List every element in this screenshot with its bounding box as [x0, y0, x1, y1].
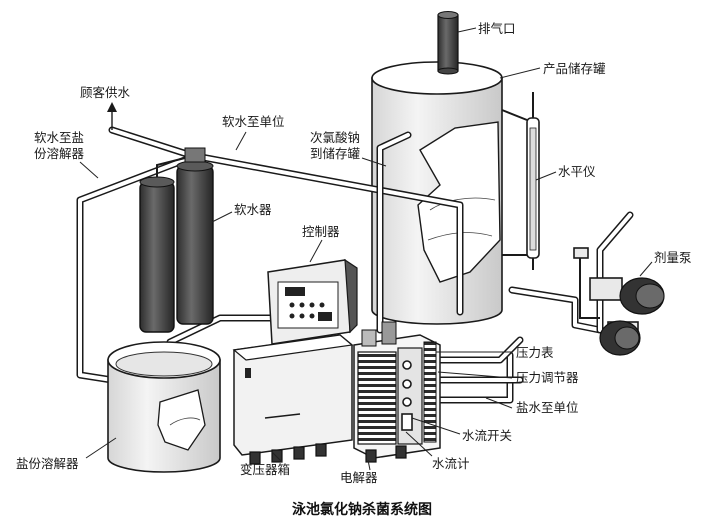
label-soft-to-unit: 软水至单位 — [222, 114, 285, 129]
label-exhaust: 排气口 — [478, 21, 516, 36]
exhaust-pipe — [437, 11, 459, 75]
diagram-caption: 泳池氯化钠杀菌系统图 — [292, 501, 432, 518]
label-pressure-gauge: 压力表 — [516, 345, 554, 360]
label-soft-to-salt-2: 份溶解器 — [34, 146, 85, 161]
label-salt-dissolver: 盐份溶解器 — [16, 456, 79, 471]
label-hypochlorite-2: 到储存罐 — [310, 146, 361, 161]
label-product-tank: 产品储存罐 — [543, 61, 606, 76]
label-flow-switch: 水流开关 — [462, 428, 512, 443]
level-gauge — [501, 92, 540, 270]
label-electrolyzer: 电解器 — [340, 470, 378, 485]
label-pressure-regulator: 压力调节器 — [516, 370, 579, 385]
transformer-box — [232, 334, 354, 465]
dosing-pumps — [573, 247, 665, 356]
salt-dissolver — [107, 341, 221, 473]
label-brine-to-unit: 盐水至单位 — [516, 400, 579, 415]
label-customer-water: 顾客供水 — [80, 85, 131, 100]
water-softener — [139, 147, 214, 333]
label-soft-to-salt-1: 软水至盐 — [34, 130, 84, 145]
customer-supply-arrow — [107, 102, 117, 130]
controller — [267, 258, 358, 345]
label-controller: 控制器 — [302, 224, 340, 239]
labels: 排气口 产品储存罐 顾客供水 软水至单位 次氯酸钠 到储存罐 软水至盐 份溶解器… — [16, 21, 692, 485]
pipe-network — [76, 126, 634, 404]
label-flow-meter: 水流计 — [432, 456, 470, 471]
label-level-gauge: 水平仪 — [558, 164, 596, 179]
label-hypochlorite-1: 次氯酸钠 — [310, 130, 360, 145]
label-transformer-box: 变压器箱 — [240, 462, 290, 477]
electrolyzer — [353, 321, 441, 463]
label-softener: 软水器 — [234, 202, 272, 217]
label-dosing-pump: 剂量泵 — [654, 250, 692, 265]
